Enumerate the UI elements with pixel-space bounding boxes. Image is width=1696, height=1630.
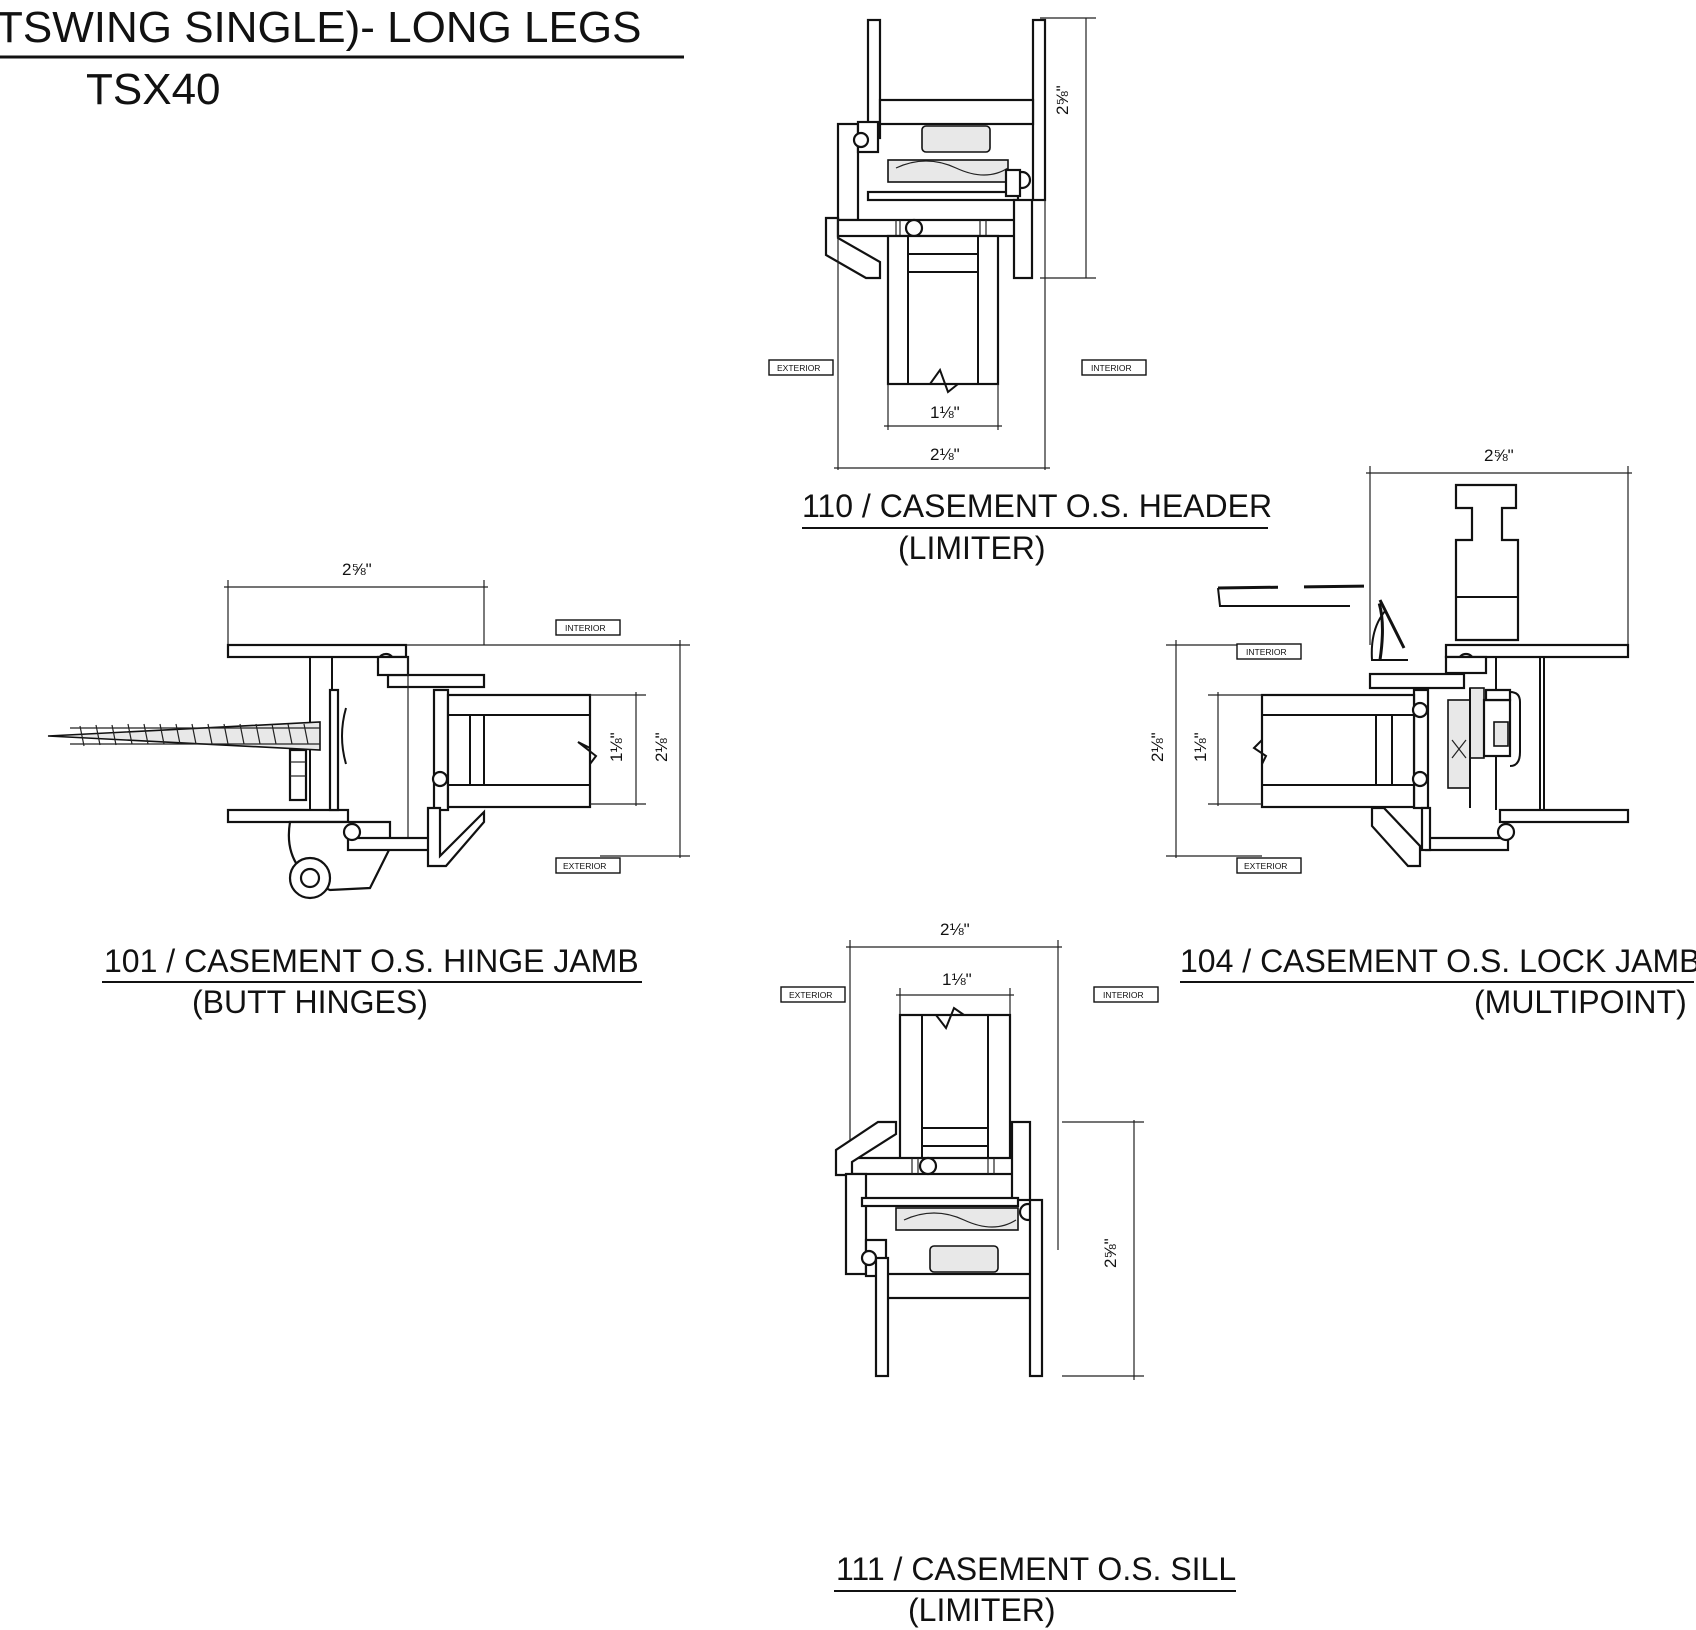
- screw: [47, 721, 321, 751]
- tag-exterior: [768, 359, 834, 376]
- door-slab: [886, 234, 1000, 386]
- frame-leg-right: [1031, 18, 1047, 202]
- svg-text:INTERIOR: INTERIOR: [1246, 647, 1287, 657]
- door-slab-sill: [898, 1013, 1012, 1167]
- weather-strip: [426, 806, 486, 868]
- svg-text:EXTERIOR: EXTERIOR: [777, 363, 820, 373]
- break-line: [929, 367, 959, 394]
- svg-text:EXTERIOR: EXTERIOR: [563, 861, 606, 871]
- break-line: [935, 1006, 965, 1031]
- detail-110-header: 2⅝" 1⅛": [768, 17, 1272, 566]
- lever-handle: [1454, 483, 1520, 642]
- detail-101-hinge-jamb: 2⅝": [47, 560, 690, 1020]
- svg-text:EXTERIOR: EXTERIOR: [1244, 861, 1287, 871]
- tag-exterior: [1236, 857, 1302, 874]
- dim-hinge-width: 2⅝": [342, 560, 372, 579]
- dim-lock-inner: 1⅛": [1191, 732, 1210, 762]
- door-slab-hinge: [446, 693, 592, 809]
- tag-interior: [1236, 643, 1302, 660]
- caption-111-sub: (LIMITER): [908, 1592, 1056, 1628]
- drip-cap: [834, 1120, 898, 1177]
- dim-sill-outer: 2⅛": [940, 920, 970, 939]
- dim-sill-height: 2⅝": [1101, 1238, 1120, 1268]
- svg-text:INTERIOR: INTERIOR: [565, 623, 606, 633]
- break-line: [577, 741, 598, 765]
- svg-text:INTERIOR: INTERIOR: [1103, 990, 1144, 1000]
- dim-hinge-inner: 1⅛": [607, 732, 626, 762]
- limiter-block: [929, 1245, 999, 1273]
- detail-104-lock-jamb: 2⅝": [1148, 446, 1696, 1020]
- lock-case: [1447, 699, 1471, 789]
- dim-header-inner: 1⅛": [930, 403, 960, 422]
- frame-leg-left: [874, 1256, 890, 1378]
- frame-face-top: [226, 643, 408, 659]
- title-line-1: TSWING SINGLE)- LONG LEGS: [0, 3, 641, 52]
- tag-interior: [1093, 986, 1159, 1003]
- caption-101-sub: (BUTT HINGES): [192, 984, 428, 1020]
- caption-111: 111 / CASEMENT O.S. SILL: [836, 1551, 1236, 1587]
- dim-hinge-outer: 2⅛": [652, 732, 671, 762]
- dim-sill-inner: 1⅛": [942, 970, 972, 989]
- detail-111-sill: 2⅛" 1⅛" 2⅝": [780, 920, 1236, 1628]
- svg-text:EXTERIOR: EXTERIOR: [789, 990, 832, 1000]
- title-line-2: TSX40: [86, 65, 221, 114]
- frame-leg-left: [866, 18, 882, 140]
- tag-interior: [555, 619, 621, 636]
- tag-exterior: [780, 986, 846, 1003]
- weather-strip: [1370, 806, 1422, 868]
- drawing-title: TSWING SINGLE)- LONG LEGS TSX40: [0, 3, 684, 114]
- frame-face-bottom: [1498, 808, 1630, 824]
- limiter-block: [921, 125, 991, 153]
- caption-104: 104 / CASEMENT O.S. LOCK JAMB: [1180, 943, 1696, 979]
- dim-header-height: 2⅝": [1053, 85, 1072, 115]
- handle-swing-path: [1217, 584, 1384, 661]
- door-slab-lock: [1260, 693, 1416, 809]
- tag-interior: [1081, 359, 1147, 376]
- break-line: [1252, 739, 1268, 765]
- caption-101: 101 / CASEMENT O.S. HINGE JAMB: [104, 943, 639, 979]
- caption-110-sub: (LIMITER): [898, 530, 1046, 566]
- dim-header-outer: 2⅛": [930, 445, 960, 464]
- frame-leg-right: [1028, 1198, 1044, 1378]
- svg-text:INTERIOR: INTERIOR: [1091, 363, 1132, 373]
- dim-lock-width: 2⅝": [1484, 446, 1514, 465]
- frame-face-bottom: [226, 808, 350, 824]
- tag-exterior: [555, 857, 621, 874]
- caption-104-sub: (MULTIPOINT): [1474, 984, 1687, 1020]
- caption-110: 110 / CASEMENT O.S. HEADER: [802, 488, 1272, 524]
- dim-lock-outer: 2⅛": [1148, 732, 1167, 762]
- lock-keeper: [1469, 687, 1485, 759]
- frame-face-top: [1444, 643, 1630, 659]
